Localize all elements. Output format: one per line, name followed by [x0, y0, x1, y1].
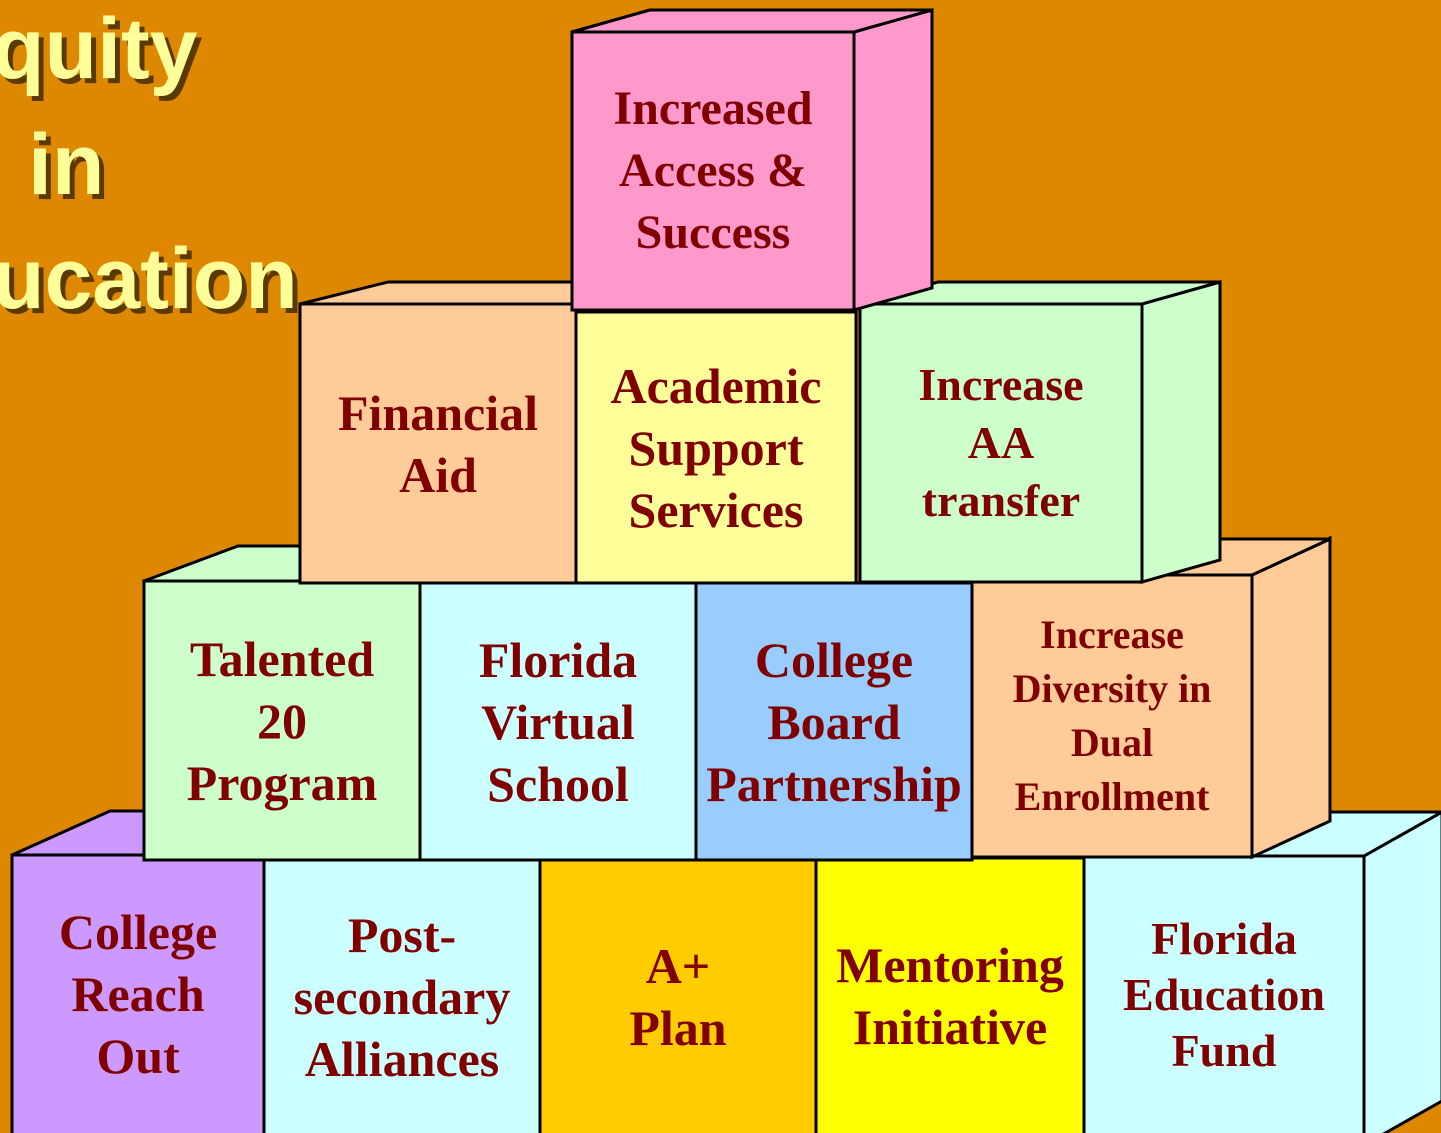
talented-20-program-front-face	[142, 579, 422, 862]
title-line-2: in	[28, 117, 105, 213]
florida-virtual-school-front-face	[418, 581, 698, 862]
financial-aid-block	[298, 280, 578, 585]
increased-access-success-block	[570, 8, 934, 312]
college-board-partnership-front-face	[694, 581, 974, 862]
college-reach-out-front-face	[10, 853, 266, 1133]
florida-education-fund-side-face	[1362, 810, 1441, 1133]
post-secondary-alliances-front-face	[262, 858, 542, 1133]
a-plus-plan-block	[538, 858, 818, 1133]
increase-aa-transfer-block	[858, 280, 1222, 584]
financial-aid-top-face	[299, 280, 574, 306]
increase-diversity-dual-enrollment-block	[970, 535, 1332, 860]
increase-aa-transfer-side-face	[1140, 280, 1222, 584]
a-plus-plan-front-face	[538, 858, 818, 1133]
increase-diversity-dual-enrollment-side-face	[1250, 536, 1332, 860]
florida-education-fund-front-face	[1082, 854, 1366, 1133]
financial-aid-front-face	[298, 302, 578, 585]
mentoring-initiative-block	[814, 856, 1086, 1133]
talented-20-program-block	[142, 544, 422, 862]
florida-education-fund-block	[1078, 810, 1441, 1133]
increase-diversity-dual-enrollment-front-face	[970, 573, 1254, 859]
college-board-partnership-block	[694, 581, 974, 862]
title-line-3: ucation	[0, 231, 298, 327]
mentoring-initiative-front-face	[814, 856, 1086, 1133]
florida-virtual-school-block	[418, 581, 698, 862]
increase-aa-transfer-front-face	[858, 302, 1144, 584]
talented-20-program-top-face	[143, 544, 302, 583]
title-line-1: quity	[0, 1, 198, 97]
post-secondary-alliances-block	[262, 858, 542, 1133]
increased-access-success-side-face	[852, 8, 934, 312]
academic-support-services-front-face	[574, 310, 858, 585]
academic-support-services-block	[574, 310, 858, 585]
increased-access-success-front-face	[570, 30, 856, 312]
